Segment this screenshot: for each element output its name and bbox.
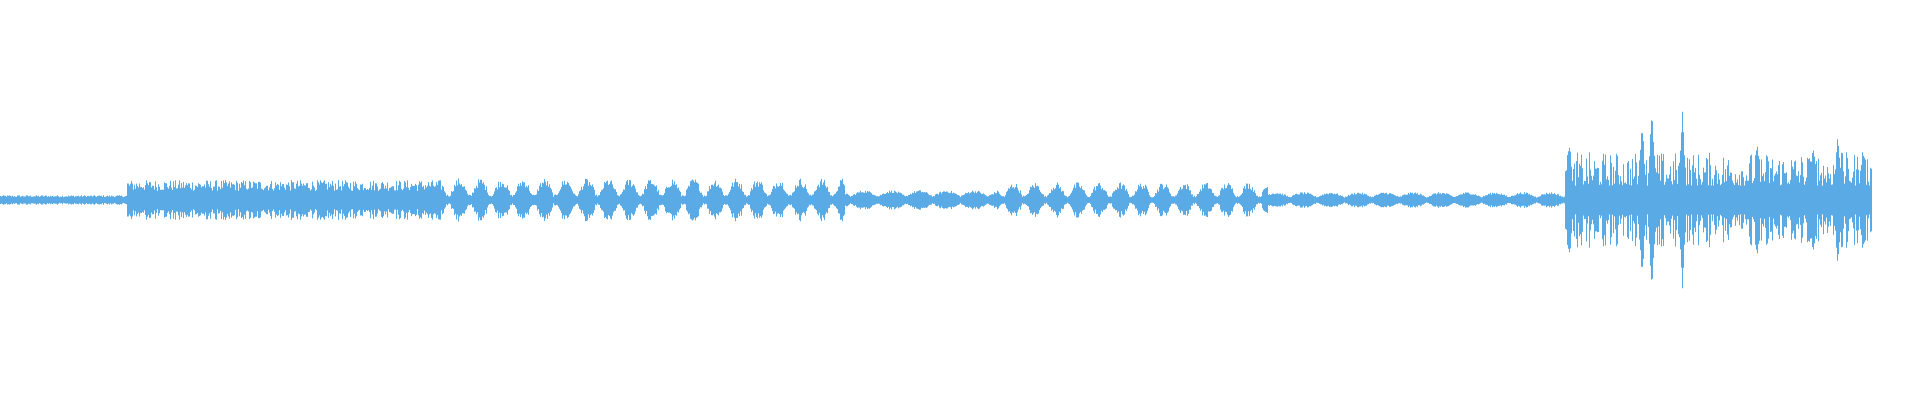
waveform-bars <box>0 111 1872 289</box>
